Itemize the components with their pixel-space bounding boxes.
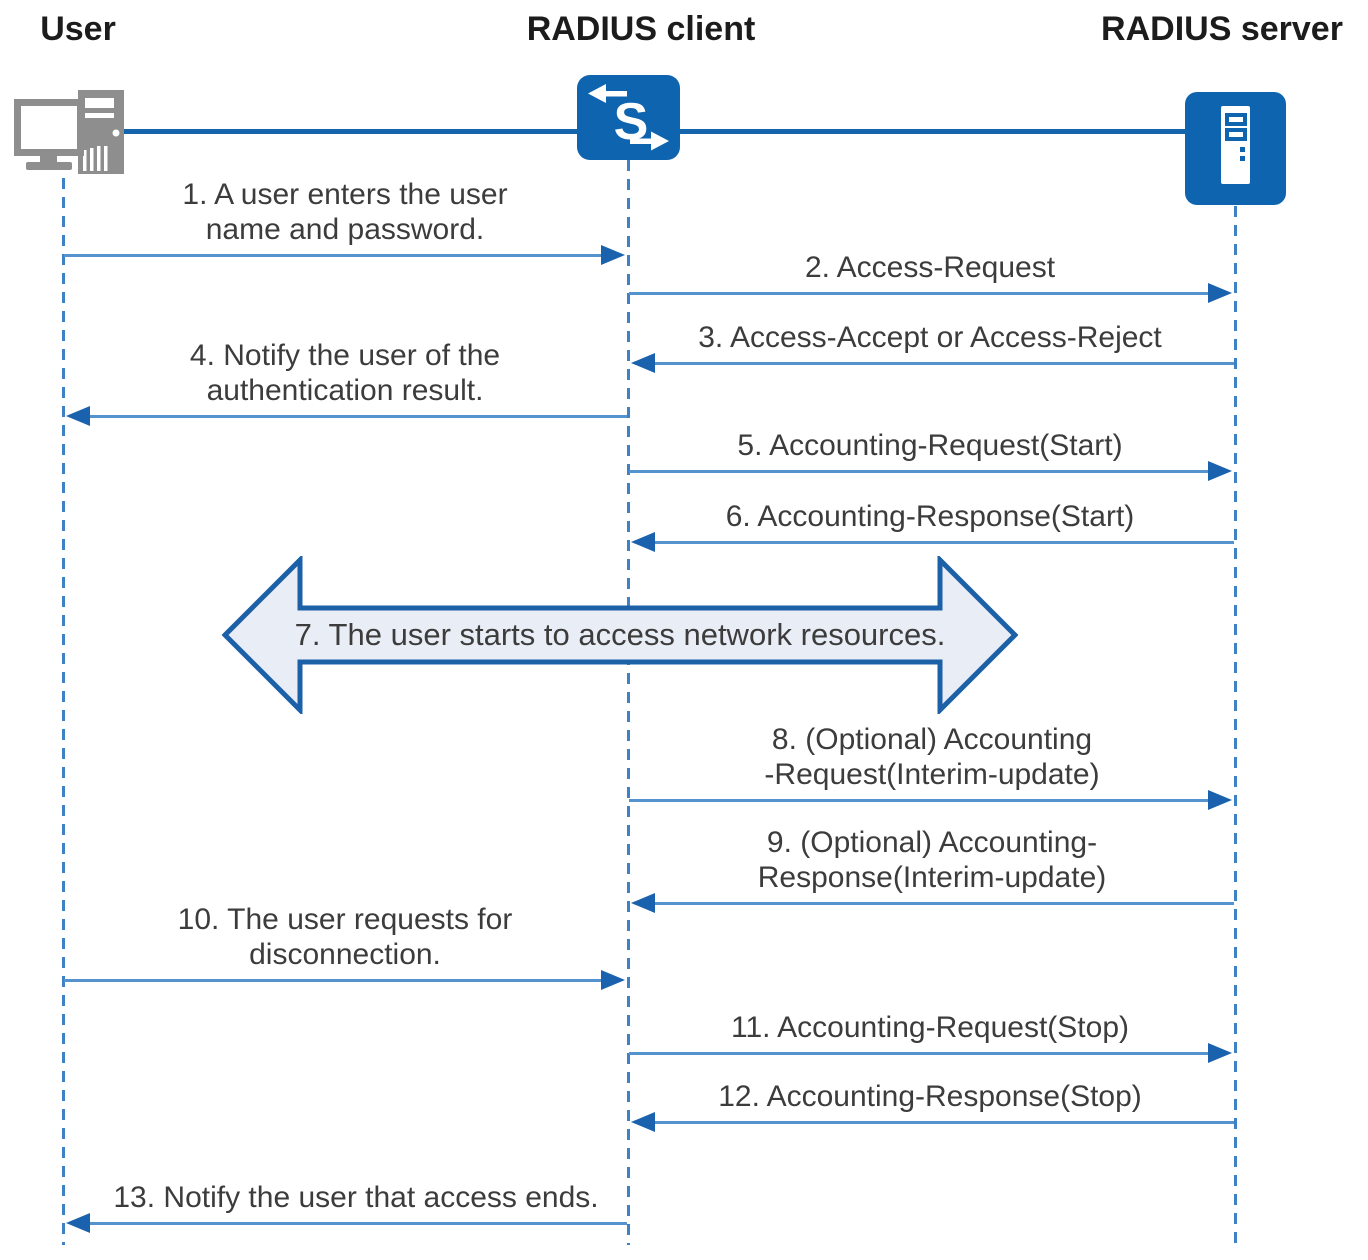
message-1-line bbox=[64, 254, 605, 257]
message-9-label: 9. (Optional) Accounting-Response(Interi… bbox=[758, 825, 1107, 895]
message-10-label-line: disconnection. bbox=[249, 938, 441, 971]
computer-icon bbox=[14, 90, 132, 182]
message-9-label-line: 9. (Optional) Accounting- bbox=[766, 826, 1098, 859]
message-5-line bbox=[629, 470, 1212, 473]
message-10-arrowhead-icon bbox=[601, 969, 625, 990]
message-3-line bbox=[651, 362, 1234, 365]
message-2-arrowhead-icon bbox=[1208, 282, 1232, 303]
actor-header-client: RADIUS client bbox=[526, 10, 756, 48]
server-lifeline bbox=[1233, 206, 1237, 1245]
message-5-label: 5. Accounting-Request(Start) bbox=[737, 428, 1122, 463]
message-5-label-line: 5. Accounting-Request(Start) bbox=[737, 429, 1123, 462]
message-1-label-line: 1. A user enters the user bbox=[182, 178, 508, 211]
message-12-line bbox=[651, 1121, 1234, 1124]
banner-label: 7. The user starts to access network res… bbox=[294, 617, 946, 652]
message-8-label: 8. (Optional) Accounting-Request(Interim… bbox=[764, 722, 1099, 792]
message-3-label: 3. Access-Accept or Access-Reject bbox=[698, 320, 1162, 355]
network-access-banner bbox=[221, 553, 1019, 717]
message-9-line bbox=[651, 902, 1234, 905]
message-3-label-line: 3. Access-Accept or Access-Reject bbox=[698, 321, 1162, 354]
message-13-arrowhead-icon bbox=[66, 1212, 90, 1233]
message-11-line bbox=[629, 1052, 1212, 1055]
message-6-label: 6. Accounting-Response(Start) bbox=[726, 499, 1135, 534]
message-4-arrowhead-icon bbox=[66, 405, 90, 426]
client-lifeline bbox=[626, 160, 630, 1245]
message-8-label-line: -Request(Interim-update) bbox=[764, 758, 1100, 791]
message-2-label: 2. Access-Request bbox=[805, 250, 1055, 285]
message-6-line bbox=[651, 541, 1234, 544]
message-12-label: 12. Accounting-Response(Stop) bbox=[718, 1079, 1142, 1114]
message-6-arrowhead-icon bbox=[631, 531, 655, 552]
message-8-arrowhead-icon bbox=[1208, 789, 1232, 810]
message-8-line bbox=[629, 799, 1212, 802]
message-11-label-line: 11. Accounting-Request(Stop) bbox=[730, 1011, 1130, 1044]
message-11-label: 11. Accounting-Request(Stop) bbox=[731, 1010, 1129, 1045]
message-12-arrowhead-icon bbox=[631, 1111, 655, 1132]
message-3-arrowhead-icon bbox=[631, 352, 655, 373]
message-10-label-line: 10. The user requests for bbox=[177, 903, 513, 936]
message-1-label-line: name and password. bbox=[205, 213, 485, 246]
message-4-label-line: 4. Notify the user of the bbox=[189, 339, 501, 372]
message-2-line bbox=[629, 292, 1212, 295]
message-6-label-line: 6. Accounting-Response(Start) bbox=[725, 500, 1135, 533]
message-4-line bbox=[86, 415, 627, 418]
message-9-label-line: Response(Interim-update) bbox=[757, 861, 1107, 894]
message-1-arrowhead-icon bbox=[601, 244, 625, 265]
message-11-arrowhead-icon bbox=[1208, 1042, 1232, 1063]
user-lifeline bbox=[61, 178, 65, 1245]
server-icon bbox=[1185, 92, 1286, 205]
message-4-label-line: authentication result. bbox=[206, 374, 484, 407]
message-8-label-line: 8. (Optional) Accounting bbox=[771, 723, 1093, 756]
message-13-label-line: 13. Notify the user that access ends. bbox=[113, 1181, 599, 1214]
message-2-label-line: 2. Access-Request bbox=[804, 251, 1056, 284]
message-10-line bbox=[64, 979, 605, 982]
message-12-label-line: 12. Accounting-Response(Stop) bbox=[718, 1080, 1142, 1113]
message-5-arrowhead-icon bbox=[1208, 460, 1232, 481]
message-13-line bbox=[86, 1222, 627, 1225]
message-13-label: 13. Notify the user that access ends. bbox=[113, 1180, 598, 1215]
actor-header-server: RADIUS server bbox=[1101, 10, 1343, 48]
message-9-arrowhead-icon bbox=[631, 892, 655, 913]
switch-icon: S bbox=[577, 75, 680, 160]
actor-header-user: User bbox=[40, 10, 116, 48]
